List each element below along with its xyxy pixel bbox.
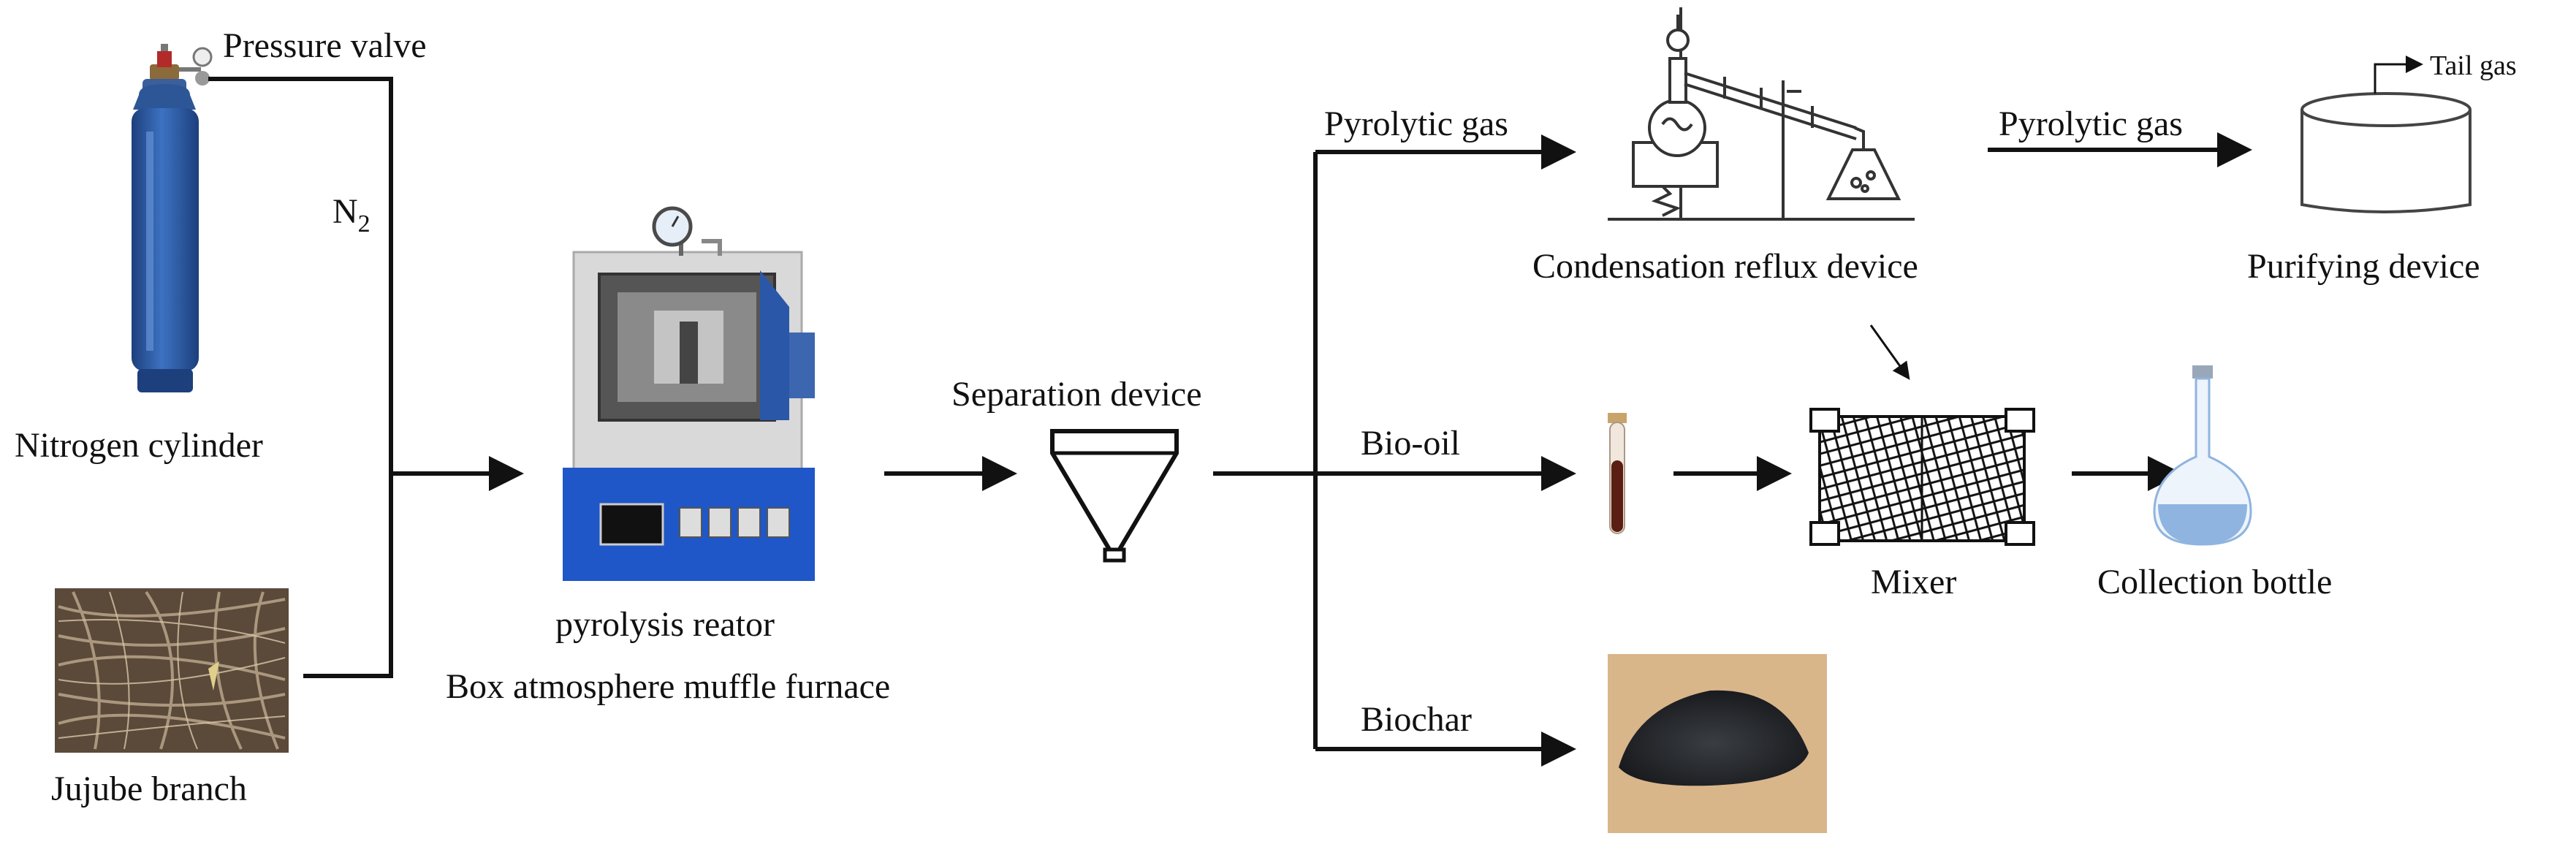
nitrogen-cylinder-icon (132, 44, 199, 392)
collection-bottle-icon (2153, 365, 2252, 546)
n2-label: N2 (333, 192, 371, 238)
tail-gas-arrow (2374, 56, 2423, 94)
condensation-reflux-label: Condensation reflux device (1532, 247, 1918, 286)
nitrogen-cylinder-label: Nitrogen cylinder (15, 426, 263, 465)
reactor-label-line2: Box atmosphere muffle furnace (446, 667, 890, 706)
pressure-valve-icon (179, 47, 213, 86)
collection-bottle-label: Collection bottle (2097, 563, 2332, 601)
biochar-image (1608, 654, 1827, 833)
purifying-device-label: Purifying device (2247, 247, 2480, 286)
condenser-to-mixer-arrow (1869, 324, 1910, 380)
jujube-branch-image (55, 588, 289, 753)
nitrogen-feed-line (208, 77, 393, 678)
bio-oil-label: Bio-oil (1361, 424, 1460, 463)
separation-device-label: Separation device (951, 375, 1202, 414)
biochar-label: Biochar (1361, 700, 1472, 739)
pyrolytic-gas-label-2: Pyrolytic gas (1999, 104, 2183, 143)
muffle-furnace-icon (563, 206, 815, 581)
reactor-label-line1: pyrolysis reator (555, 605, 775, 644)
pressure-valve-label: Pressure valve (223, 26, 427, 65)
purifying-device-icon (2300, 92, 2471, 213)
mixer-icon (1809, 408, 2035, 546)
condensation-reflux-icon (1608, 7, 1915, 221)
tail-gas-label: Tail gas (2430, 50, 2517, 81)
separation-funnel-icon (1050, 429, 1179, 563)
bio-oil-tube-icon (1608, 413, 1627, 534)
mixer-label: Mixer (1871, 563, 1956, 601)
jujube-branch-label: Jujube branch (51, 770, 247, 808)
pyrolytic-gas-label-1: Pyrolytic gas (1324, 104, 1508, 143)
